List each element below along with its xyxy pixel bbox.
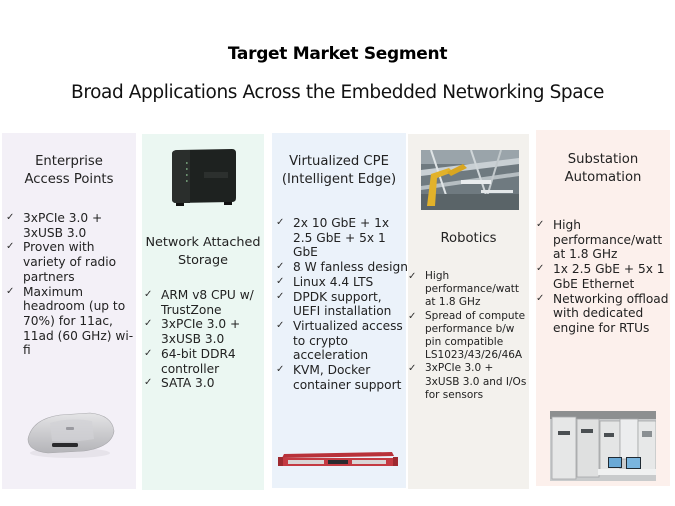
feature-item: Maximum headroom (up to 70%) for 11ac, 1… — [6, 285, 136, 359]
panel-title: Network Attached Storage — [142, 234, 264, 269]
slide-subtitle: Broad Applications Across the Embedded N… — [71, 82, 604, 103]
feature-item: High performance/watt at 1.8 GHz — [536, 218, 670, 262]
feature-item: High performance/watt at 1.8 GHz — [408, 270, 531, 310]
feature-item: Linux 4.4 LTS — [276, 275, 408, 290]
feature-item: KVM, Docker container support — [276, 363, 408, 392]
feature-item: 2x 10 GbE + 1x 2.5 GbE + 5x 1 GbE — [276, 216, 408, 260]
panel-title: Substation Automation — [536, 151, 670, 186]
rack-appliance-image — [278, 452, 398, 466]
feature-item: Virtualized access to crypto acceleratio… — [276, 319, 408, 363]
panel-robotics: Robotics High performance/watt at 1.8 GH… — [408, 134, 529, 489]
panel-title-line: Virtualized CPE — [289, 154, 389, 169]
panel-enterprise-access-points: Enterprise Access Points 3xPCIe 3.0 + 3x… — [2, 133, 136, 489]
panel-title-line: Access Points — [24, 171, 114, 187]
panel-substation-automation: Substation Automation High performance/w… — [536, 130, 670, 486]
feature-list: High performance/watt at 1.8 GHz 1x 2.5 … — [536, 218, 670, 336]
panel-title-line: Substation — [567, 152, 639, 167]
feature-item: Networking offload with dedicated engine… — [536, 292, 670, 336]
wireless-access-point-image — [27, 412, 115, 458]
feature-item: SATA 3.0 — [144, 376, 266, 391]
panel-title: Robotics — [408, 230, 529, 248]
feature-item: 3xPCIe 3.0 + 3xUSB 3.0 and I/Os for sens… — [408, 362, 531, 402]
feature-list: 2x 10 GbE + 1x 2.5 GbE + 5x 1 GbE 8 W fa… — [276, 216, 408, 392]
feature-item: ARM v8 CPU w/ TrustZone — [144, 288, 266, 317]
panel-title-line: Automation — [564, 169, 642, 185]
panel-network-attached-storage: Network Attached Storage ARM v8 CPU w/ T… — [142, 134, 264, 490]
panel-title: Enterprise Access Points — [2, 153, 136, 188]
feature-list: 3xPCIe 3.0 + 3xUSB 3.0 Proven with varie… — [6, 211, 136, 358]
substation-control-room-image — [550, 411, 656, 481]
panel-title-line: Robotics — [440, 231, 497, 246]
panel-title-line: (Intelligent Edge) — [281, 171, 397, 187]
feature-item: 3xPCIe 3.0 + 3xUSB 3.0 — [6, 211, 136, 240]
feature-item: 64-bit DDR4 controller — [144, 347, 266, 376]
feature-item: DPDK support, UEFI installation — [276, 290, 408, 319]
panel-title-line: Storage — [177, 252, 229, 268]
feature-item: Spread of compute performance b/w pin co… — [408, 310, 531, 363]
slide-title: Target Market Segment — [227, 44, 448, 64]
feature-list: High performance/watt at 1.8 GHz Spread … — [408, 270, 531, 402]
feature-item: 1x 2.5 GbE + 5x 1 GbE Ethernet — [536, 262, 670, 291]
nas-enclosure-image — [172, 149, 236, 206]
feature-list: ARM v8 CPU w/ TrustZone 3xPCIe 3.0 + 3xU… — [144, 288, 266, 391]
panel-virtualized-cpe: Virtualized CPE (Intelligent Edge) 2x 10… — [272, 133, 408, 488]
factory-robotics-image — [421, 150, 519, 210]
panel-title-line: Network Attached — [145, 235, 261, 250]
feature-item: 8 W fanless design — [276, 260, 408, 275]
feature-item: 3xPCIe 3.0 + 3xUSB 3.0 — [144, 317, 266, 346]
panel-title-line: Enterprise — [35, 154, 103, 169]
panel-title: Virtualized CPE (Intelligent Edge) — [272, 153, 406, 188]
feature-item: Proven with variety of radio partners — [6, 240, 136, 284]
